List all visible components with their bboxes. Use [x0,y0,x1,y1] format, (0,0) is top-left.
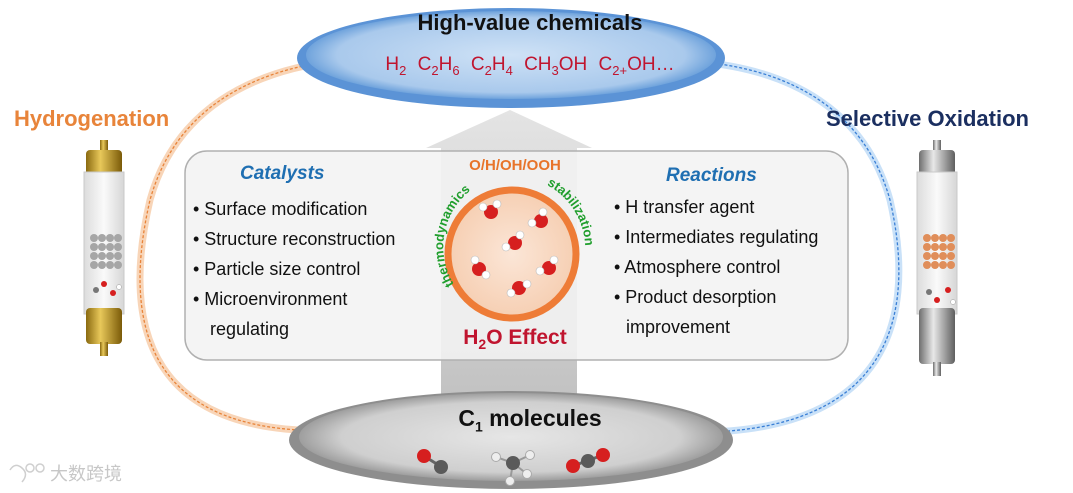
product-c2h6: C2H6 [417,54,460,78]
water-molecules [470,199,559,298]
catalysts-item: regulating [210,319,290,339]
reactions-item: improvement [626,317,731,337]
product-list: H2 C2H6 C2H4 CH3OH C2+OH… [345,54,715,78]
product-c2plus-oh: C2+OH… [598,54,675,78]
watermark-text: 大数跨境 [50,464,122,484]
catalysts-item: • Microenvironment [193,289,348,309]
reactions-item: • Intermediates regulating [614,227,819,247]
c1-molecules-ellipse [289,391,733,489]
h2o-effect-label: H2O Effect [463,326,567,353]
species-label: O/H/OH/OOH [469,157,561,174]
catalysts-item: • Structure reconstruction [193,229,396,249]
hydrogenation-label: Hydrogenation [14,106,170,131]
catalysts-item: • Particle size control [193,259,361,279]
reactions-heading: Reactions [666,165,757,186]
hydrogenation-reactor-icon [83,140,125,356]
catalysts-item: • Surface modification [193,199,368,219]
catalysts-heading: Catalysts [240,163,325,184]
catalysts-list: • Surface modification • Structure recon… [193,194,395,344]
methane-molecule-icon [491,450,535,486]
co-molecule-icon [417,449,448,474]
reactions-item: • Atmosphere control [614,257,781,277]
oxidation-reactor-icon [916,140,958,376]
reactions-list: • H transfer agent • Intermediates regul… [614,192,818,342]
reactions-item: • Product desorption [614,287,777,307]
oxidation-cycle-arrow [671,56,903,436]
co2-molecule-icon [566,448,610,473]
water-circle [444,186,580,322]
watermark-logo-icon [9,463,45,483]
product-ch3oh: CH3OH [524,54,588,78]
product-c2h4: C2H4 [470,54,513,78]
c1-molecules-title: C1 molecules [458,405,602,435]
reactions-item: • H transfer agent [614,197,755,217]
high-value-title: High-value chemicals [417,10,643,35]
high-value-ellipse [297,8,725,108]
selective-oxidation-label: Selective Oxidation [826,106,1029,131]
product-h2: H2 [385,54,407,78]
hydrogenation-cycle-arrow [136,54,346,435]
